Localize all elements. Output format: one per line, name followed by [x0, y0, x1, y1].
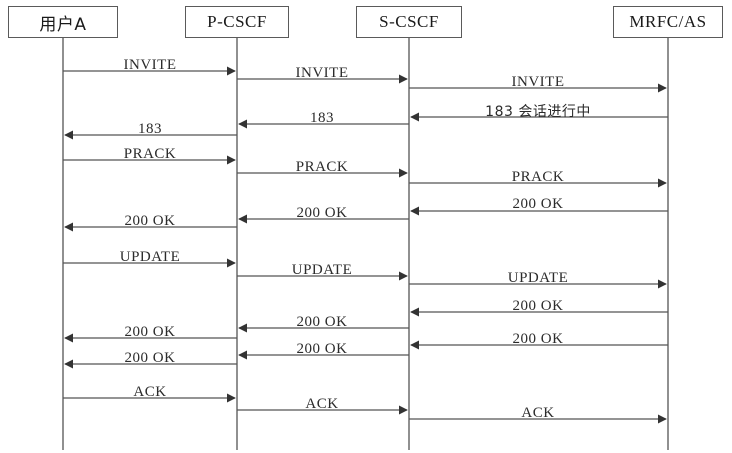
lifelines-layer: [62, 38, 669, 450]
participant-label-mrfc: MRFC/AS: [629, 12, 707, 31]
message-label-13: UPDATE: [119, 249, 181, 265]
participant-label-scscf: S-CSCF: [379, 12, 439, 31]
participant-box-pcscf[interactable]: P-CSCF: [185, 6, 289, 38]
message-label-9: PRACK: [511, 169, 565, 185]
message-label-18: 200 OK: [124, 324, 176, 340]
message-label-4: 183 会话进行中: [485, 104, 591, 120]
message-label-10: 200 OK: [512, 196, 564, 212]
message-label-5: 183: [310, 110, 334, 126]
message-label-23: ACK: [305, 396, 339, 412]
participant-label-ua: 用户A: [39, 14, 87, 35]
message-label-14: UPDATE: [291, 262, 353, 278]
messages-layer: [63, 66, 668, 424]
participant-box-mrfc[interactable]: MRFC/AS: [613, 6, 723, 38]
message-label-12: 200 OK: [124, 213, 176, 229]
participant-label-pcscf: P-CSCF: [207, 12, 267, 31]
message-label-15: UPDATE: [507, 270, 569, 286]
message-label-17: 200 OK: [296, 314, 348, 330]
message-label-22: ACK: [133, 384, 167, 400]
message-label-20: 200 OK: [296, 341, 348, 357]
message-label-24: ACK: [521, 405, 555, 421]
message-label-11: 200 OK: [296, 205, 348, 221]
message-label-19: 200 OK: [512, 331, 564, 347]
message-label-8: PRACK: [295, 159, 349, 175]
message-label-2: INVITE: [295, 65, 349, 81]
message-label-6: 183: [138, 121, 162, 137]
participant-box-scscf[interactable]: S-CSCF: [356, 6, 462, 38]
message-label-21: 200 OK: [124, 350, 176, 366]
message-label-7: PRACK: [123, 146, 177, 162]
participant-box-ua[interactable]: 用户A: [8, 6, 118, 38]
message-label-1: INVITE: [123, 57, 177, 73]
message-label-3: INVITE: [511, 74, 565, 90]
message-label-16: 200 OK: [512, 298, 564, 314]
